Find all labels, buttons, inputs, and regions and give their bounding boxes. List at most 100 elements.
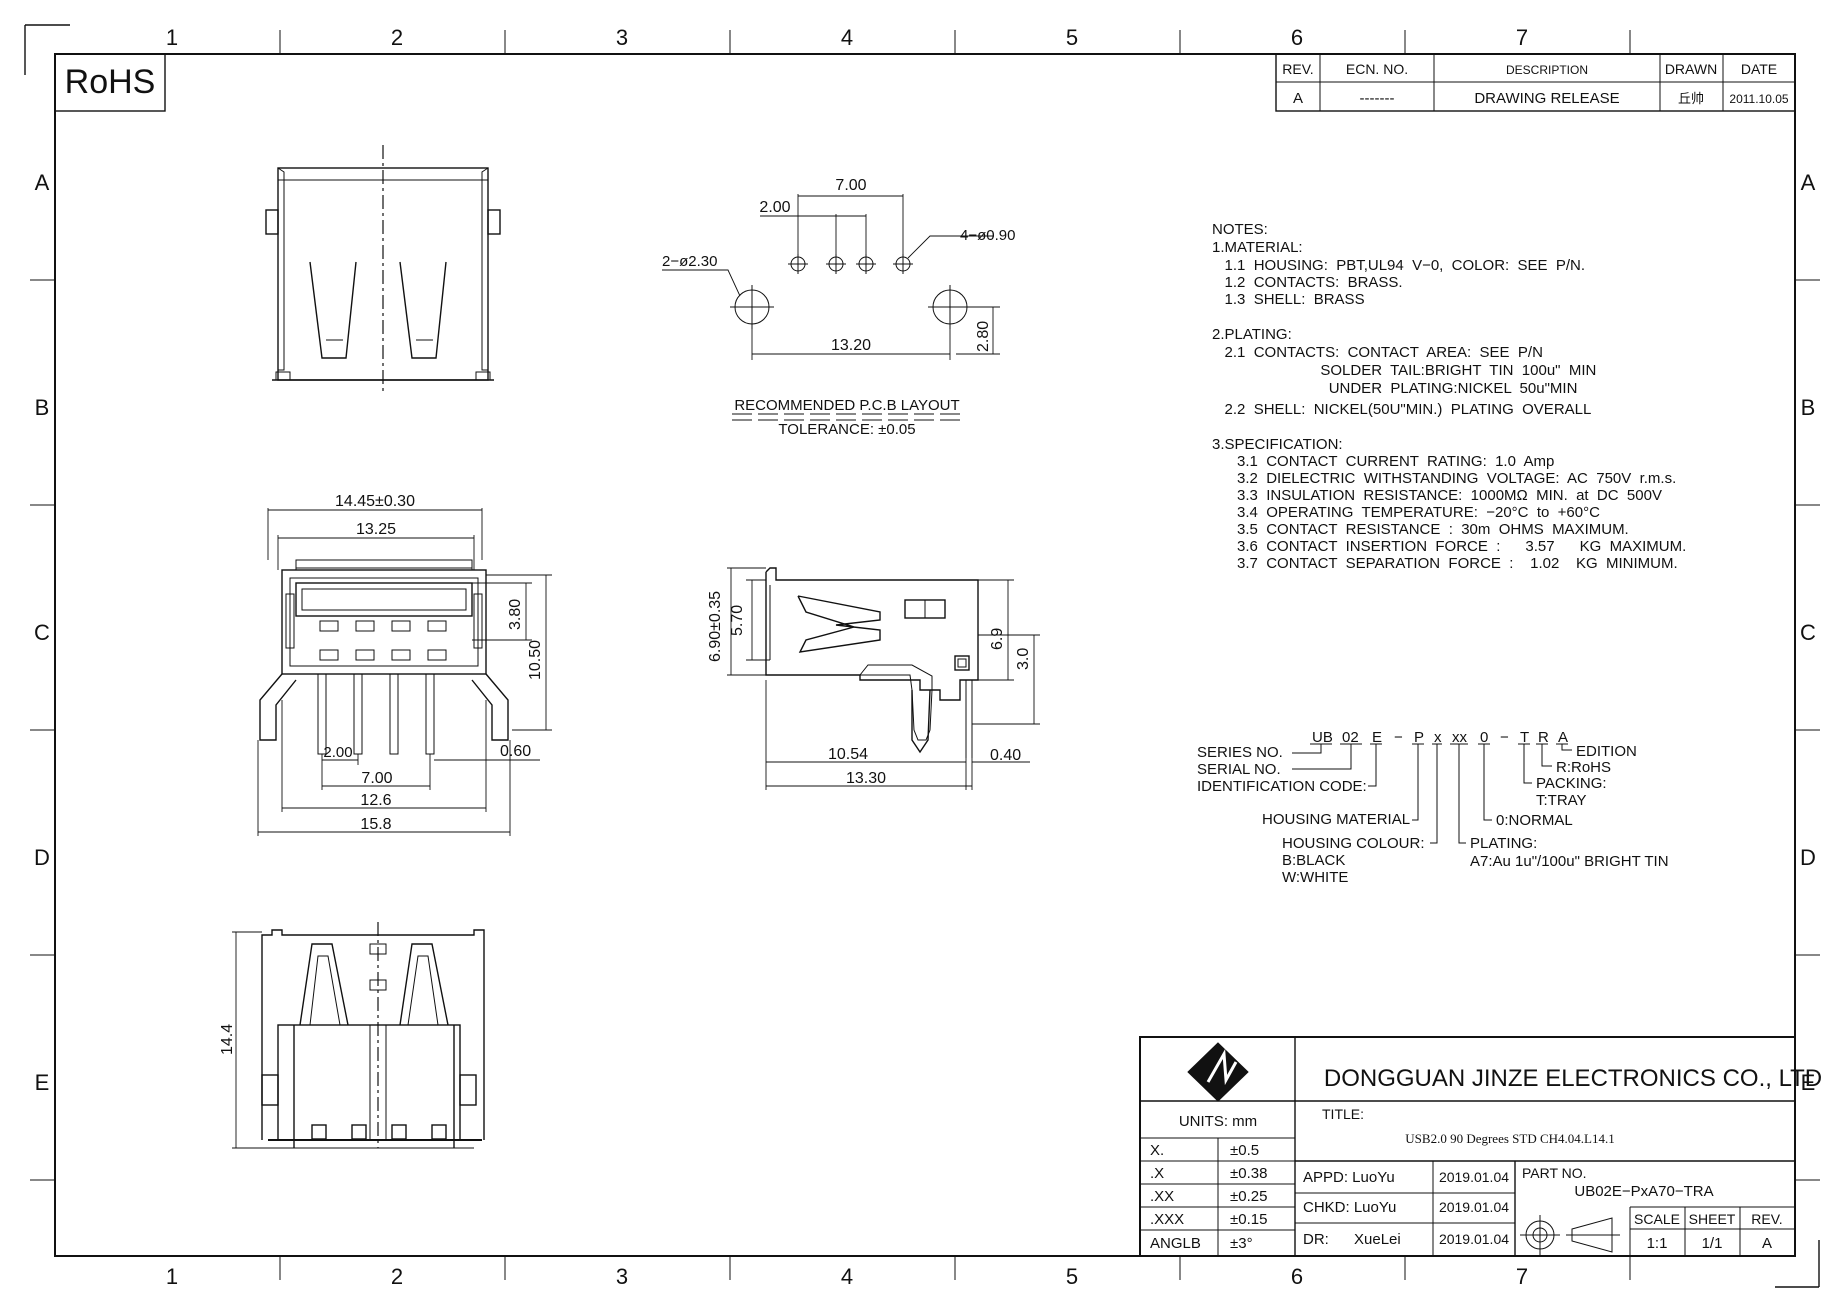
pn-colour-black: B:BLACK [1282,852,1345,869]
front-dim-380: 3.80 [507,599,524,630]
col-label-bottom: 3 [616,1264,628,1289]
side-dim-30: 3.0 [1015,648,1032,670]
pcb-dim-hole-large: 2−ø2.30 [662,253,717,270]
notes-line: 3.SPECIFICATION: [1212,436,1343,453]
rohs-label: RoHS [65,63,156,101]
col-label-bottom: 1 [166,1264,178,1289]
pcb-dim-1320: 13.20 [831,337,871,354]
col-label-top: 4 [841,25,853,50]
rev-header: REV. [1282,61,1313,77]
side-dim-570: 5.70 [729,605,746,636]
notes-line: 3.4 OPERATING TEMPERATURE: −20°C to +60°… [1212,504,1600,521]
pn-code-char: T [1520,729,1529,746]
date-header: DATE [1741,61,1777,77]
sheet-label: SHEET [1689,1211,1736,1227]
dr-date: 2019.01.04 [1439,1231,1509,1247]
notes-block: NOTES: 1.MATERIAL: 1.1 HOUSING: PBT,UL94… [1212,221,1686,572]
pn-edition-label: EDITION [1576,743,1637,760]
row-label-right: E [1801,1070,1816,1095]
pn-code-char: − [1394,729,1403,746]
notes-line: 2.PLATING: [1212,326,1292,343]
pn-code-char: P [1414,729,1424,746]
col-label-top: 2 [391,25,403,50]
front-dim-126: 12.6 [360,792,391,809]
notes-line: 1.2 CONTACTS: BRASS. [1212,274,1403,291]
row-label-right: B [1801,395,1816,420]
bottom-dim-144: 14.4 [219,1024,236,1055]
front-dim-1050: 10.50 [527,640,544,680]
tolerance-key: .XX [1150,1188,1174,1205]
pcb-dim-hole-small: 4−ø0.90 [960,227,1015,244]
pn-code-char: UB [1312,729,1333,746]
tolerance-value: ±0.15 [1230,1211,1267,1228]
description-header: DESCRIPTION [1506,63,1588,77]
tolerance-value: ±3° [1230,1235,1253,1252]
pn-plating-label: PLATING: [1470,835,1537,852]
date-value: 2011.10.05 [1729,92,1788,106]
pcb-layout-title: RECOMMENDED P.C.B LAYOUT [734,397,959,414]
pn-colour-white: W:WHITE [1282,869,1348,886]
pn-code-char: xx [1452,729,1468,746]
part-no-value: UB02E−PxA70−TRA [1574,1183,1713,1200]
notes-line: 1.3 SHELL: BRASS [1212,291,1365,308]
dr-name: XueLei [1354,1231,1401,1248]
row-label-right: C [1800,620,1816,645]
side-view-drawing: 6.90±0.35 5.70 6.9 3.0 10.54 0.40 13.30 [707,567,1040,790]
pn-housing-colour-label: HOUSING COLOUR: [1282,835,1425,852]
col-label-bottom: 6 [1291,1264,1303,1289]
drawn-header: DRAWN [1665,61,1717,77]
row-label-right: D [1800,845,1816,870]
pn-code-char: E [1372,729,1382,746]
side-dim-1330: 13.30 [846,770,886,787]
front-dim-1445: 14.45±0.30 [335,493,415,510]
rev-label: REV. [1751,1211,1782,1227]
row-label-left: E [35,1070,50,1095]
notes-line: 3.3 INSULATION RESISTANCE: 1000MΩ MIN. a… [1212,487,1662,504]
title-value: USB2.0 90 Degrees STD CH4.04.L14.1 [1405,1131,1614,1146]
pn-code-char: − [1500,729,1509,746]
col-label-top: 5 [1066,25,1078,50]
col-label-top: 7 [1516,25,1528,50]
pn-code-char: 02 [1342,729,1359,746]
front-dim-158: 15.8 [360,816,391,833]
row-label-left: D [34,845,50,870]
pcb-layout-drawing: 7.00 2.00 4−ø0.90 2−ø2.30 13.20 2.80 REC… [662,177,1015,438]
side-dim-040: 0.40 [990,747,1021,764]
pn-code-char: 0 [1480,729,1488,746]
chkd-date: 2019.01.04 [1439,1199,1509,1215]
pn-housing-material-label: HOUSING MATERIAL [1262,811,1410,828]
part-no-label: PART NO. [1522,1165,1587,1181]
notes-line: 3.2 DIELECTRIC WITHSTANDING VOLTAGE: AC … [1212,470,1676,487]
pcb-dim-200: 2.00 [759,199,790,216]
company-logo-icon [1187,1042,1249,1102]
col-label-bottom: 5 [1066,1264,1078,1289]
part-number-breakdown: UB 02 E − P x xx 0 − T R A [1197,729,1669,886]
dr-label: DR: [1303,1231,1329,1248]
title-label: TITLE: [1322,1106,1364,1122]
bottom-view-drawing: 14.4 [219,922,485,1149]
notes-line: UNDER PLATING:NICKEL 50u"MIN [1212,380,1577,397]
ecn-value: ------- [1360,90,1395,107]
pn-code-char: R [1538,729,1549,746]
col-label-top: 1 [166,25,178,50]
col-label-top: 6 [1291,25,1303,50]
notes-line: 3.5 CONTACT RESISTANCE : 30m OHMS MAXIMU… [1212,521,1629,538]
notes-line: SOLDER TAIL:BRIGHT TIN 100u" MIN [1212,362,1596,379]
front-view-drawing: 14.45±0.30 13.25 3.80 10.50 2.00 0.60 7.… [257,493,552,836]
front-dim-700: 7.00 [361,770,392,787]
description-value: DRAWING RELEASE [1474,90,1619,107]
pn-code-char: A [1558,729,1568,746]
units-label: UNITS: mm [1179,1113,1257,1130]
front-dim-1325: 13.25 [356,521,396,538]
pn-rohs-label: R:RoHS [1556,759,1611,776]
drawn-value: 丘帅 [1678,91,1704,106]
tolerance-key: ANGLB [1150,1235,1201,1252]
side-dim-69: 6.9 [989,628,1006,650]
row-label-left: A [35,170,50,195]
pcb-dim-280: 2.80 [975,321,992,352]
notes-line: 3.1 CONTACT CURRENT RATING: 1.0 Amp [1212,453,1554,470]
notes-line: 2.1 CONTACTS: CONTACT AREA: SEE P/N [1212,344,1543,361]
top-view-drawing [265,145,501,392]
pn-identification-label: IDENTIFICATION CODE: [1197,778,1367,795]
